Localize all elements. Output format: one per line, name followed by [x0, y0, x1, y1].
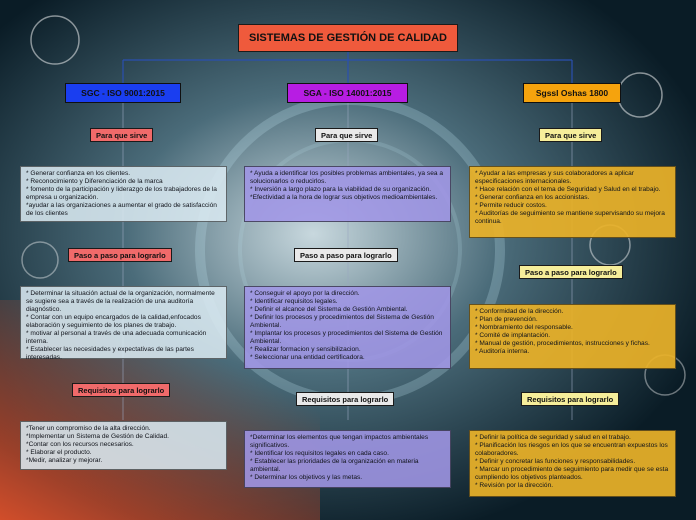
- header-sgc: SGC - ISO 9001:2015: [65, 83, 181, 103]
- sga-paso-label: Paso a paso para lograrlo: [294, 248, 398, 262]
- sgssl-paso-box: * Conformidad de la dirección. * Plan de…: [469, 304, 676, 369]
- sgc-paso-label: Paso a paso para lograrlo: [68, 248, 172, 262]
- header-sga: SGA - ISO 14001:2015: [287, 83, 408, 103]
- sgc-req-label: Requisitos para lograrlo: [72, 383, 171, 397]
- sgssl-sirve-label: Para que sirve: [539, 128, 603, 142]
- sgssl-paso-label: Paso a paso para lograrlo: [519, 265, 623, 279]
- sga-sirve-box: * Ayuda a identificar los posibles probl…: [244, 166, 451, 222]
- sga-req-box: *Determinar los elementos que tengan imp…: [244, 430, 451, 488]
- header-sgssl: Sgssl Oshas 1800: [523, 83, 621, 103]
- sgc-sirve-box: * Generar confianza en los clientes. * R…: [20, 166, 227, 222]
- sga-req-label: Requisitos para lograrlo: [296, 392, 395, 406]
- sga-sirve-label: Para que sirve: [315, 128, 379, 142]
- sgssl-req-label: Requisitos para lograrlo: [521, 392, 620, 406]
- page-title: SISTEMAS DE GESTIÓN DE CALIDAD: [238, 24, 458, 52]
- sga-paso-box: * Conseguir el apoyo por la dirección. *…: [244, 286, 451, 369]
- sgc-req-box: *Tener un compromiso de la alta direcció…: [20, 421, 227, 470]
- sgc-paso-box: * Determinar la situación actual de la o…: [20, 286, 227, 361]
- sgssl-sirve-box: * Ayudar a las empresas y sus colaborado…: [469, 166, 676, 238]
- sgc-sirve-label: Para que sirve: [90, 128, 154, 142]
- sgssl-req-box: * Definir la política de seguridad y sal…: [469, 430, 676, 497]
